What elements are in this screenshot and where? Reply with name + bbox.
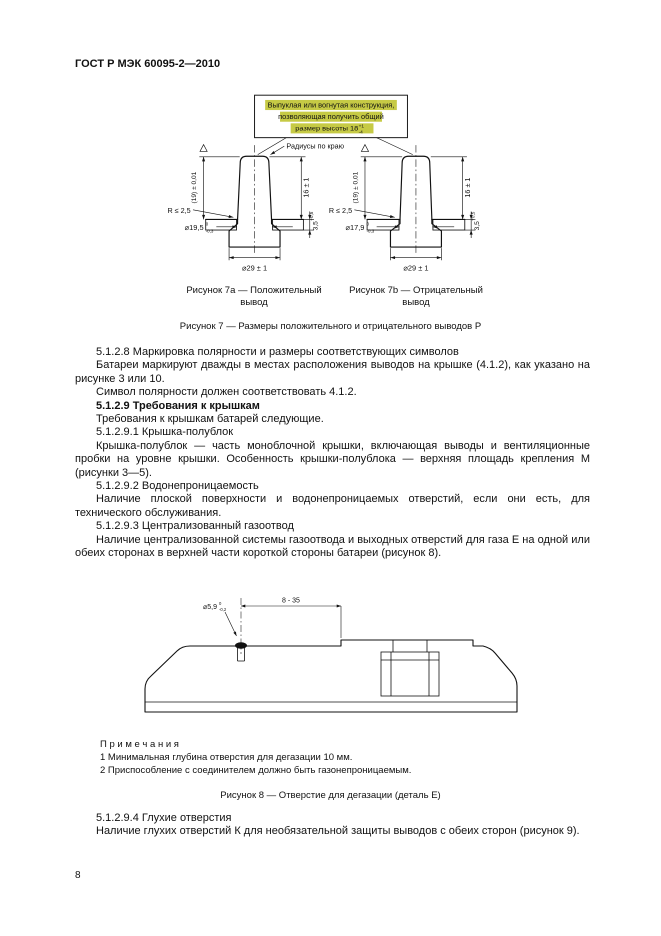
dim-span: 8 - 35 <box>282 598 300 605</box>
dim-post-diameter: ⌀17,9 <box>345 223 364 232</box>
highlight-bar <box>264 99 397 111</box>
figure-7-caption: Рисунок 7 — Размеры положительного и отр… <box>179 321 482 332</box>
dim-total-height: (19) ± 0,01 <box>191 171 198 203</box>
figure-7: Выпуклая или вогнутая конструкция, позво… <box>161 92 501 315</box>
paragraph: Крышка-полублок — часть моноблочной крыш… <box>75 439 590 479</box>
callout-text-line3: размер высоты 18 <box>295 124 358 133</box>
terminal-post <box>236 155 272 220</box>
highlight-bar <box>279 111 382 122</box>
clause-5-1-2-9-1-heading: 5.1.2.9.1 Крышка-полублок <box>96 426 234 439</box>
figure-7a-positive-terminal: (19) ± 0,01 R ≤ 2,5 16 ± 1 3,5 +0,5 ⌀19,… <box>167 143 319 272</box>
dim-base-diameter: ⌀29 ± 1 <box>403 263 428 272</box>
figure-7a-caption: Рисунок 7а — Положительный вывод <box>186 285 322 308</box>
note-item: 2 Приспособление с соединителем должно б… <box>100 765 412 776</box>
terminal-base <box>227 218 281 248</box>
body-text-bottom: 5.1.2.9.4 Глухие отверстия Наличие глухи… <box>75 812 590 839</box>
body-text: 5.1.2.8 Маркировка полярности и размеры … <box>75 346 590 561</box>
paragraph: Наличие централизованной системы газоотв… <box>75 533 590 560</box>
hole-leader <box>224 611 237 637</box>
notes-title: П р и м е ч а н и я <box>100 739 179 750</box>
dim-post-diameter-tol-top: 0 <box>205 222 208 227</box>
paragraph: Батареи маркируют дважды в местах распол… <box>75 359 590 385</box>
highlight-bar <box>290 123 373 134</box>
dim-hole-tol-top: 0 <box>219 601 222 606</box>
terminal-recess <box>380 651 439 697</box>
figure-7b-negative-terminal: (19) ± 0,01 R ≤ 2,5 16 ± 1 3,5 +0,5 ⌀17,… <box>328 143 481 272</box>
degassing-hole <box>234 642 247 649</box>
clause-5-1-2-9-3-heading: 5.1.2.9.3 Централизованный газоотвод <box>96 520 294 533</box>
radii-label: Радиусы по краю <box>286 141 344 150</box>
callout-text-line2: позволяющая получить общий <box>278 112 384 121</box>
figure-7b-caption: Рисунок 7b — Отрицательный вывод <box>349 285 483 308</box>
dim-post-diameter-tol-top: 0 <box>366 222 369 227</box>
clause-5-1-2-9-heading: 5.1.2.9 Требования к крышкам <box>96 399 260 412</box>
callout-text-line1: Выпуклая или вогнутая конструкция, <box>267 100 394 109</box>
radius-leader <box>192 209 233 218</box>
dim-edge-radius: R ≤ 2,5 <box>167 206 190 215</box>
cover-outline <box>143 639 518 713</box>
clause-5-1-2-9-2-heading: 5.1.2.9.2 Водонепроницаемость <box>96 480 259 493</box>
revision-triangle-icon <box>198 143 208 152</box>
clause-5-1-2-9-4-heading: 5.1.2.9.4 Глухие отверстия <box>96 812 232 824</box>
terminal-base <box>389 218 442 248</box>
document-header: ГОСТ Р МЭК 60095-2—2010 <box>75 58 221 70</box>
note-item: 1 Минимальная глубина отверстия для дега… <box>100 752 353 763</box>
paragraph: Символ полярности должен соответствовать… <box>96 386 357 399</box>
callout-tol-top: +1 <box>358 124 364 130</box>
paragraph: Наличие плоской поверхности и водонепрон… <box>75 493 590 519</box>
callout-leader-left <box>257 137 287 155</box>
dim-total-height: (19) ± 0,01 <box>352 171 359 203</box>
callout-tol-bottom: -4 <box>358 129 363 135</box>
dim-lid-thickness: 3,5 <box>474 221 481 231</box>
page-number: 8 <box>75 870 81 881</box>
figure-8: 8 - 35 ⌀5,9 0 -0,2 <box>131 590 531 725</box>
dim-lid-thickness-tol: +0,5 <box>308 211 313 221</box>
dim-post-diameter-tol-bottom: -0,3 <box>366 229 374 234</box>
terminal-post <box>398 155 432 220</box>
figure-7-drawing: Выпуклая или вогнутая конструкция, позво… <box>167 94 481 272</box>
figure-8-caption: Рисунок 8 — Отверстие для дегазации (дет… <box>220 790 441 801</box>
degassing-hole-shaft <box>236 646 245 662</box>
radii-leader <box>269 145 284 155</box>
dim-post-diameter-tol-bottom: -0,3 <box>205 229 213 234</box>
revision-triangle-icon <box>360 143 369 152</box>
dim-post-height: 16 ± 1 <box>463 178 472 198</box>
dim-base-diameter: ⌀29 ± 1 <box>242 263 267 272</box>
dim-post-height: 16 ± 1 <box>301 178 310 198</box>
clause-5-1-2-8-heading: 5.1.2.8 Маркировка полярности и размеры … <box>96 346 459 358</box>
battery-cover-profile <box>143 639 518 713</box>
dim-lid-thickness-tol: +0,5 <box>470 211 475 221</box>
notes-block: П р и м е ч а н и я 1 Минимальная глубин… <box>100 738 581 777</box>
figure-8-drawing: 8 - 35 ⌀5,9 0 -0,2 <box>143 598 518 713</box>
radius-leader <box>353 209 395 218</box>
dim-edge-radius: R ≤ 2,5 <box>328 206 351 215</box>
dim-hole-diameter: ⌀5,9 <box>203 604 217 611</box>
callout-leader-right <box>376 137 413 155</box>
figure7-callout: Выпуклая или вогнутая конструкция, позво… <box>253 94 413 155</box>
dim-hole-tol-bottom: -0,2 <box>219 607 227 612</box>
paragraph: Наличие глухих отверстий К для необязате… <box>96 825 580 838</box>
dim-lid-thickness: 3,5 <box>312 221 319 231</box>
paragraph: Требования к крышкам батарей следующие. <box>96 413 324 426</box>
dim-post-diameter: ⌀19,5 <box>184 223 203 232</box>
terminal-recess-details <box>380 640 439 696</box>
